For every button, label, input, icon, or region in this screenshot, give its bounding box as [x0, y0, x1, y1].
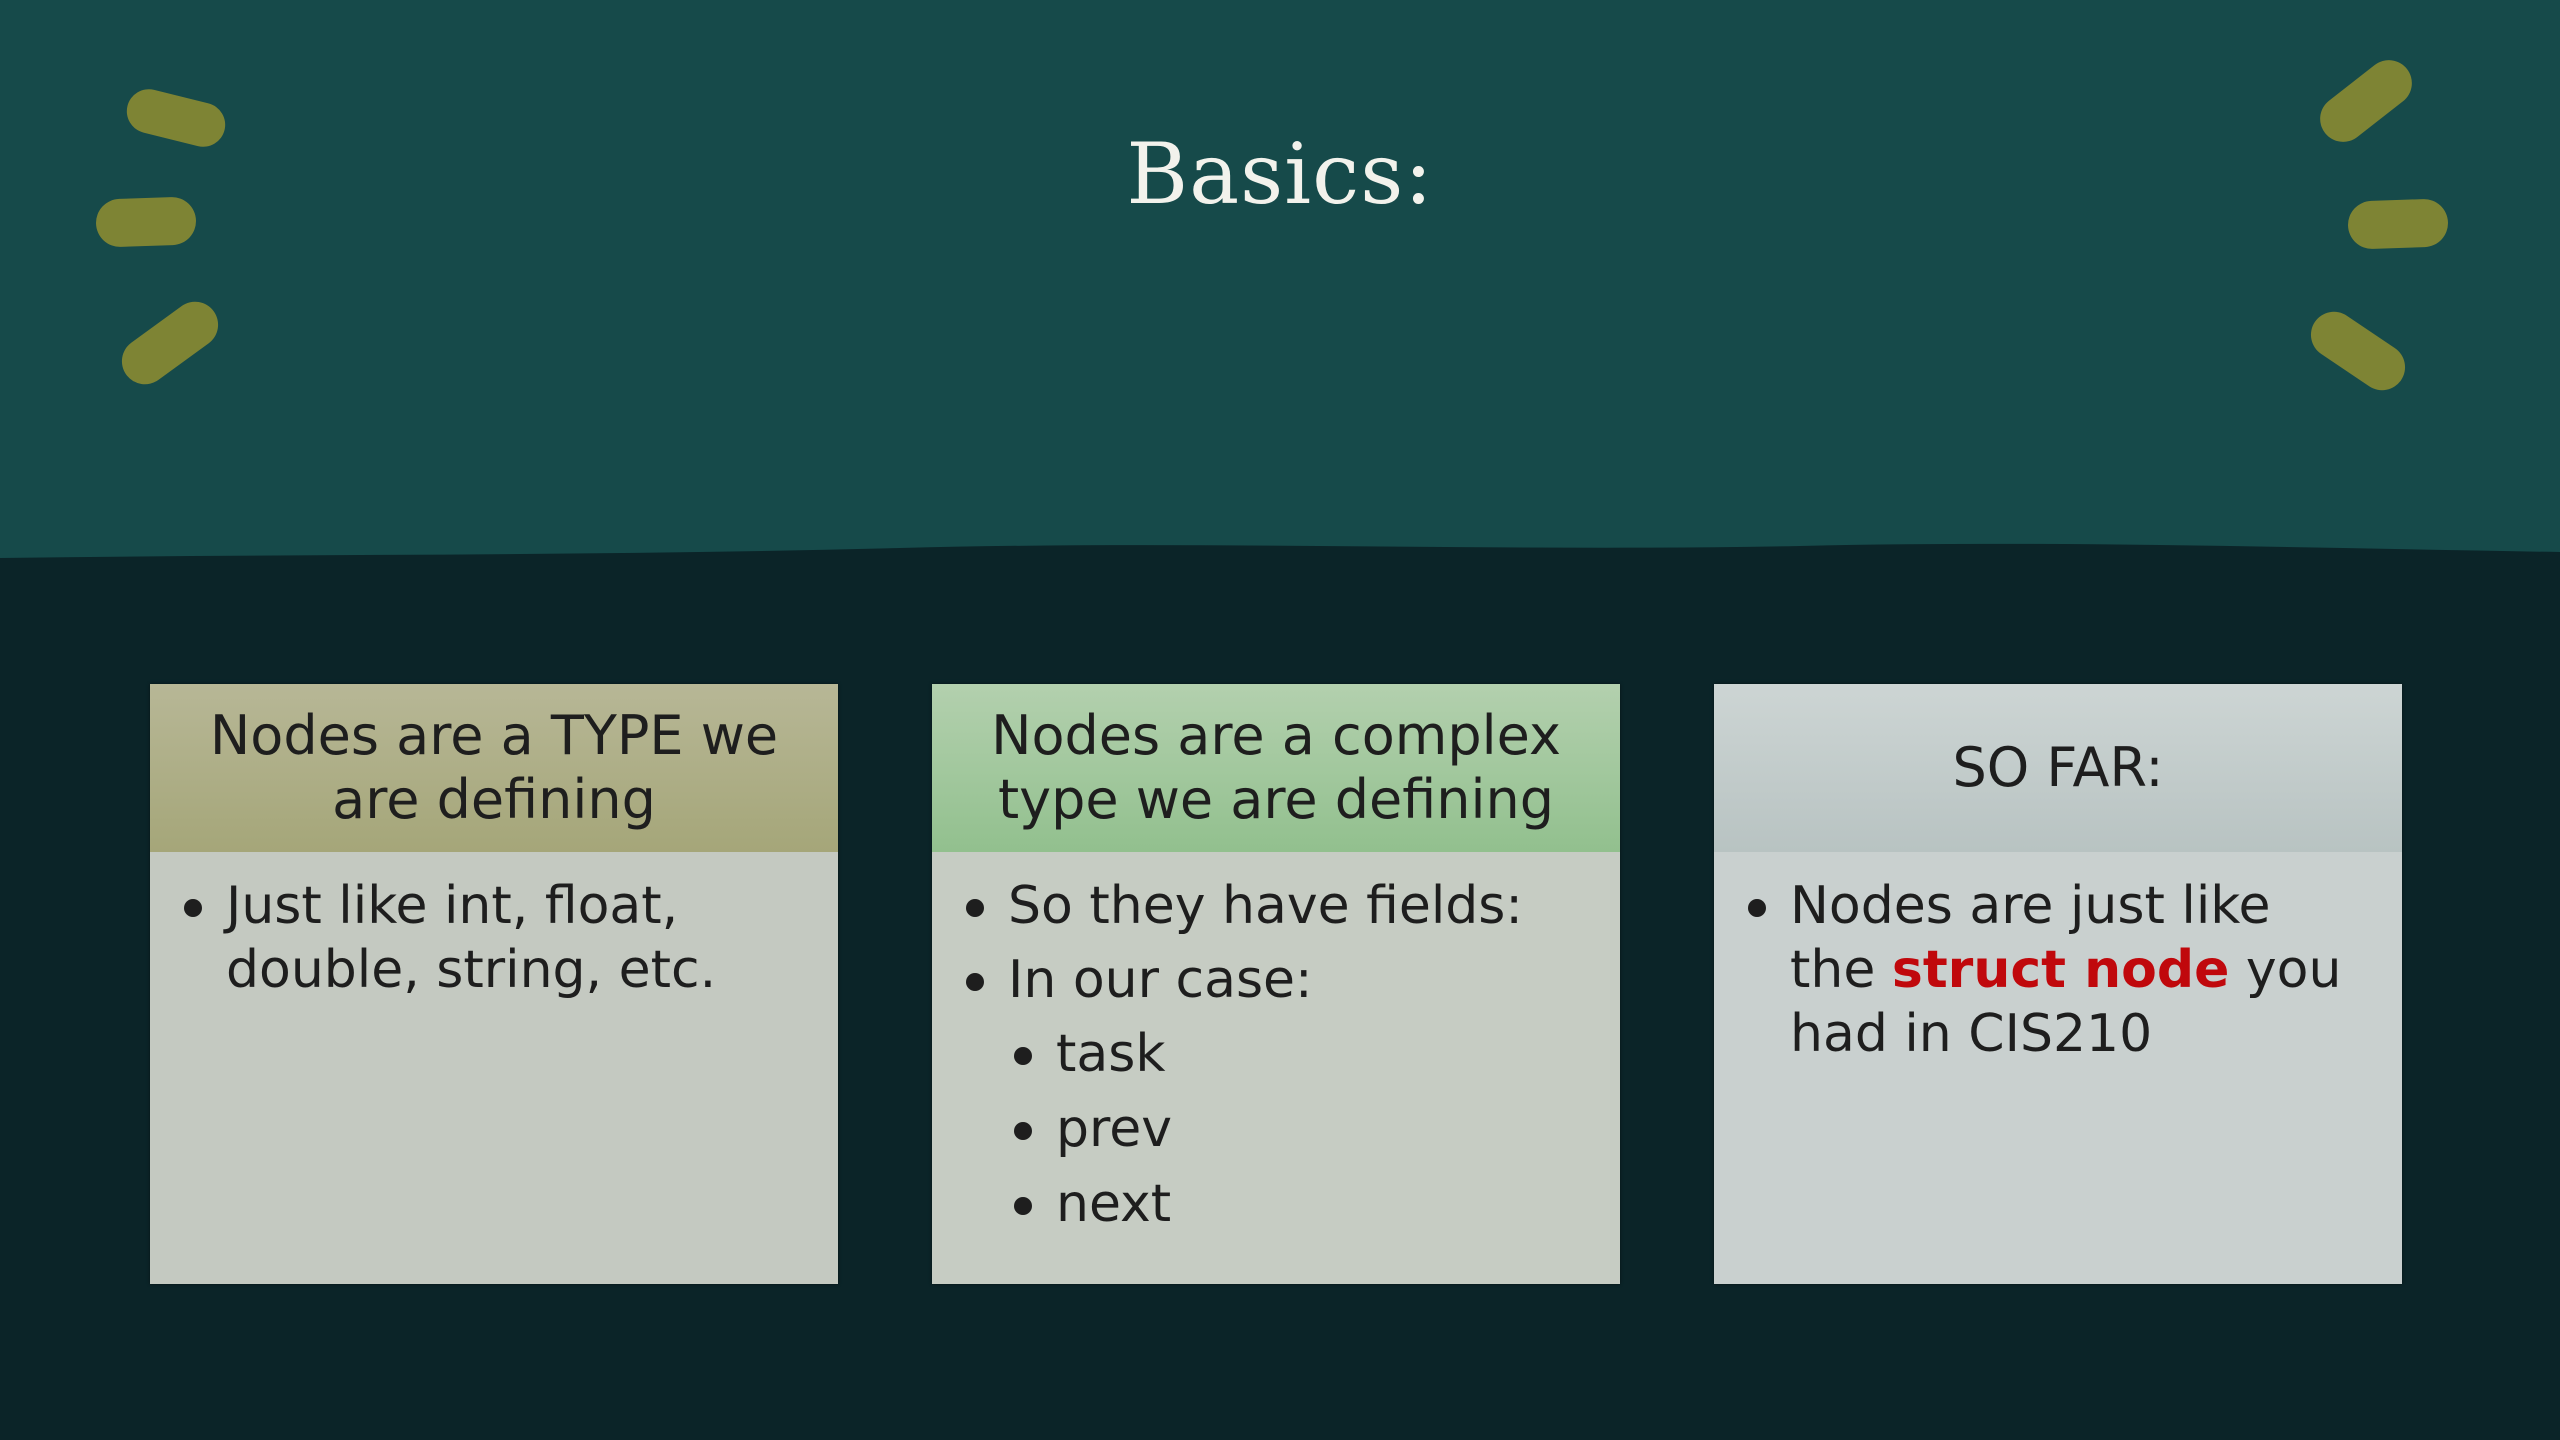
bullet-line: the struct node you	[1790, 938, 2376, 1002]
sub-bullet-item: task	[1006, 1022, 1594, 1086]
bullet-line: Nodes are just like	[1790, 876, 2271, 936]
sub-bullet-item: next	[1006, 1172, 1594, 1236]
sub-bullet-item: prev	[1006, 1097, 1594, 1161]
card-body: Just like int, float, double, string, et…	[150, 852, 838, 1002]
card-body: So they have fields: In our case: task p…	[932, 852, 1620, 1236]
card-header: Nodes are a complex type we are defining	[932, 684, 1620, 852]
card-complex-type: Nodes are a complex type we are defining…	[932, 684, 1620, 1284]
card-type: Nodes are a TYPE we are defining Just li…	[150, 684, 838, 1284]
card-header-line: SO FAR:	[1952, 736, 2164, 799]
bullet-line: double, string, etc.	[226, 940, 717, 1000]
bullet-text: you	[2229, 940, 2342, 1000]
bullet-item: So they have fields:	[958, 874, 1594, 938]
card-header-line: type we are defining	[997, 768, 1555, 831]
card-header-line: are defining	[332, 768, 656, 831]
header-band	[0, 0, 2560, 558]
card-so-far: SO FAR: Nodes are just like the struct n…	[1714, 684, 2402, 1284]
bullet-line: had in CIS210	[1790, 1004, 2153, 1064]
emphasis-struct-node: struct node	[1891, 940, 2230, 1000]
bullet-item: Just like int, float, double, string, et…	[176, 874, 812, 1002]
bullet-item: In our case:	[958, 948, 1594, 1012]
bullet-item: Nodes are just like the struct node you …	[1740, 874, 2376, 1066]
bullet-text: the	[1790, 940, 1892, 1000]
card-header: SO FAR:	[1714, 684, 2402, 852]
card-header-line: Nodes are a TYPE we	[209, 704, 779, 767]
slide-title: Basics:	[1126, 125, 1434, 223]
bullet-line: Just like int, float,	[226, 876, 679, 936]
card-header: Nodes are a TYPE we are defining	[150, 684, 838, 852]
card-body: Nodes are just like the struct node you …	[1714, 852, 2402, 1066]
card-header-line: Nodes are a complex	[991, 704, 1561, 767]
